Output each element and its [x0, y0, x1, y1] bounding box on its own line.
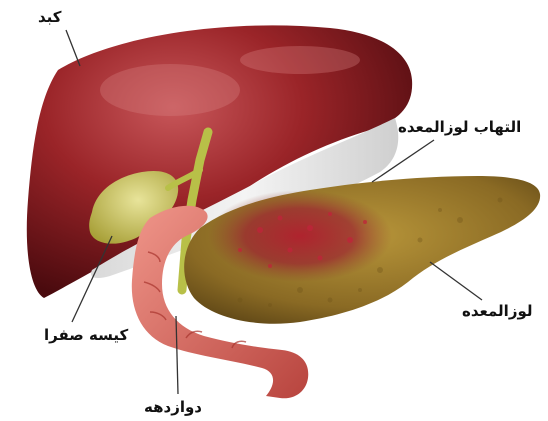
- label-pancreatitis: التهاب لوزالمعده: [398, 118, 521, 136]
- inflammation-region: [208, 190, 392, 282]
- label-gallbladder: کیسه صفرا: [44, 326, 128, 344]
- leader-pancreas: [430, 262, 482, 300]
- leader-liver: [66, 30, 80, 66]
- label-duodenum: دوازدهه: [144, 398, 202, 416]
- label-liver: کبد: [38, 8, 62, 26]
- label-pancreas: لوزالمعده: [462, 302, 533, 320]
- liver-highlight: [240, 46, 360, 74]
- liver-highlight: [100, 64, 240, 116]
